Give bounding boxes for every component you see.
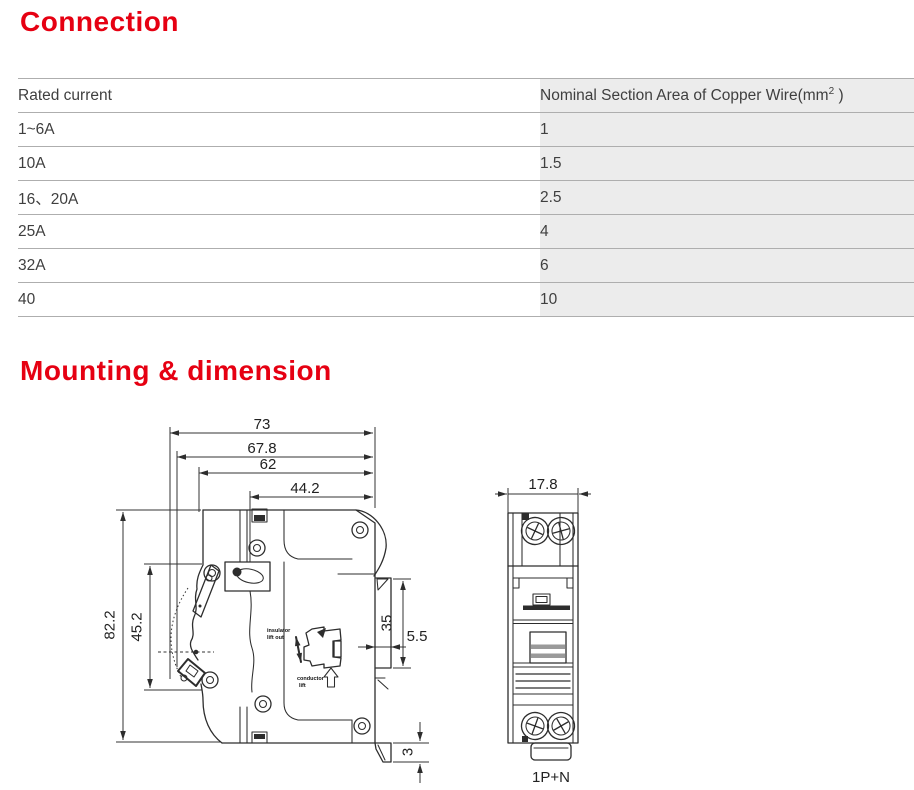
connection-table: Rated current Nominal Section Area of Co… [18, 78, 914, 317]
cell-rated-current: 16、20A [18, 180, 540, 215]
dim-height-front: 45.2 [129, 612, 146, 641]
header-text: Nominal Section Area of Copper Wire(mm [540, 86, 829, 104]
screw-icons [201, 521, 371, 735]
cell-section-area: 1.5 [540, 146, 914, 181]
column-header-rated-current: Rated current [18, 78, 540, 113]
column-header-section-area: Nominal Section Area of Copper Wire(mm2 … [540, 78, 914, 113]
dim-rail-height: 35 [379, 615, 396, 632]
dim-depth-upper: 44.2 [290, 480, 319, 497]
table-row: 10A 1.5 [18, 146, 914, 181]
dim-height-total: 82.2 [102, 610, 119, 639]
up-arrow-icon [323, 667, 339, 688]
connection-heading: Connection [20, 6, 179, 37]
din-rail [374, 577, 392, 690]
table-row: 40 10 [18, 282, 914, 317]
dim-front-width: 17.8 [528, 476, 557, 493]
annotation-conductor-2: lift [299, 683, 306, 689]
extension-lines [116, 427, 579, 763]
table-row: 32A 6 [18, 248, 914, 283]
annotation-conductor-1: conductor [297, 676, 325, 682]
side-view: insulator lift out conductor lift [158, 508, 392, 763]
table-row: 1~6A 1 [18, 112, 914, 147]
table-row: 16、20A 2.5 [18, 180, 914, 215]
cell-rated-current: 40 [18, 282, 540, 317]
cell-section-area: 2.5 [540, 180, 914, 215]
annotation-insulator-1: insulator [267, 628, 291, 634]
cell-section-area: 4 [540, 214, 914, 249]
header-superscript: 2 [828, 85, 835, 97]
dim-depth-front: 62 [260, 456, 277, 473]
dim-depth-body: 67.8 [247, 440, 276, 457]
din-latch [158, 564, 220, 687]
phillips-screw-icons [520, 516, 576, 741]
annotation-insulator-2: lift out [267, 635, 284, 641]
toggle-switch [224, 561, 271, 592]
cell-rated-current: 25A [18, 214, 540, 249]
lift-mechanism: insulator lift out conductor lift [267, 626, 342, 689]
breaker-handle [529, 631, 567, 664]
dim-clip-protrusion: 3 [400, 748, 417, 756]
dim-rail-depth: 5.5 [407, 628, 428, 645]
header-text-close: ) [834, 86, 844, 104]
cell-rated-current: 10A [18, 146, 540, 181]
front-view [507, 512, 579, 761]
dimension-drawing: 73 67.8 62 44.2 82.2 45.2 35 5.5 3 17.8 … [102, 416, 591, 786]
cell-section-area: 1 [540, 112, 914, 147]
front-view-caption: 1P+N [532, 769, 570, 786]
dimension-lines [120, 430, 591, 783]
table-header-row: Rated current Nominal Section Area of Co… [18, 78, 914, 113]
table-row: 25A 4 [18, 214, 914, 249]
cell-section-area: 10 [540, 282, 914, 317]
cell-rated-current: 1~6A [18, 112, 540, 147]
mounting-heading: Mounting & dimension [20, 355, 332, 386]
dim-depth-total: 73 [254, 416, 271, 433]
cell-rated-current: 32A [18, 248, 540, 283]
clip-foot [374, 742, 392, 763]
dimension-labels: 73 67.8 62 44.2 82.2 45.2 35 5.5 3 17.8 … [102, 416, 570, 786]
cell-section-area: 6 [540, 248, 914, 283]
